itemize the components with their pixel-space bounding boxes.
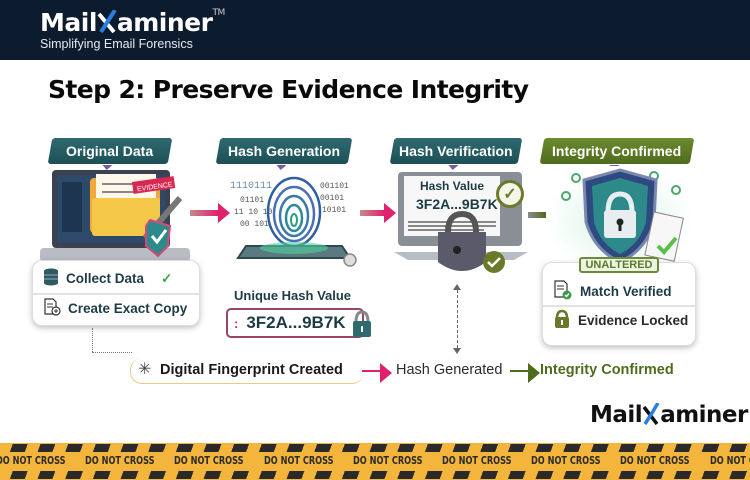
caution-tape: DO NOT CROSS DO NOT CROSS DO NOT CROSS D…: [0, 443, 750, 480]
arrow-green: [528, 205, 558, 225]
tape-text: DO NOT CROSS: [620, 455, 691, 467]
laptop-illustration: EVIDENCE: [40, 168, 190, 264]
tape-text: DO NOT CROSS: [174, 455, 244, 467]
footer-brand-logo[interactable]: Mail aminer: [590, 402, 748, 428]
verified-check-icon: ✓: [496, 180, 524, 208]
tagline: Simplifying Email Forensics: [40, 37, 193, 51]
brand-logo[interactable]: Mail aminerTM: [40, 8, 225, 37]
connector-vertical-arrow: [457, 290, 458, 348]
stage-integrity-confirmed: Integrity Confirmed: [539, 138, 695, 164]
tape-text: DO NOT CROSS: [85, 455, 155, 467]
tape-text-row: DO NOT CROSS DO NOT CROSS DO NOT CROSS D…: [0, 455, 750, 467]
diagram-panel: Original Data Hash Generation Hash Verif…: [30, 130, 702, 388]
brand-text-pre: Mail: [40, 8, 97, 37]
fingerprint-icon: ✳: [138, 361, 152, 378]
unique-hash-label: Unique Hash Value: [234, 288, 352, 303]
svg-text:001101: 001101: [320, 182, 349, 191]
flow-arrow-green: [510, 363, 540, 383]
evidence-locked-label: Evidence Locked: [578, 312, 689, 328]
svg-text:10101: 10101: [322, 206, 346, 215]
unique-hash-box: : 3F2A...9B7K: [226, 308, 364, 338]
hash-lock-icon: [352, 308, 372, 343]
padlock-icon: [553, 309, 571, 332]
page-title: Step 2: Preserve Evidence Integrity: [48, 75, 529, 104]
original-data-card: Collect Data ✓ Create Exact Copy: [32, 260, 200, 326]
arrow-pink-1: [190, 203, 230, 223]
tape-text: DO NOT CROSS: [531, 455, 601, 467]
hash-verification-illustration: [394, 170, 528, 282]
brand-x-check: [97, 8, 117, 37]
connector-line: [92, 352, 132, 353]
svg-text:11 10 10: 11 10 10: [234, 208, 273, 217]
flow-step-hash: Hash Generated: [396, 362, 503, 378]
unique-hash-value: 3F2A...9B7K: [246, 313, 346, 332]
footer-brand-post: aminer: [660, 402, 748, 428]
hash-value-label: Hash Value: [420, 179, 485, 193]
arrow-pink-2: [360, 203, 396, 223]
svg-text:EVIDENCE: EVIDENCE: [137, 181, 174, 193]
tape-text: DO NOT CROSS: [352, 455, 423, 467]
collect-data-item: Collect Data ✓: [33, 264, 199, 293]
hash-prefix: :: [234, 315, 239, 331]
flow-step-integrity: Integrity Confirmed: [540, 362, 674, 378]
header-bar: Mail aminerTM Simplifying Email Forensics: [0, 0, 750, 60]
connector-arrowhead-up: [453, 284, 461, 290]
svg-text:00 101: 00 101: [240, 220, 269, 229]
check-icon: ✓: [161, 270, 173, 286]
trademark: TM: [212, 8, 225, 18]
connector-line: [92, 328, 93, 352]
unaltered-badge: UNALTERED: [579, 257, 659, 273]
footer-brand-x: [642, 402, 660, 428]
svg-text:01101: 01101: [240, 196, 264, 205]
brand-text-post: aminer: [116, 8, 213, 37]
tape-stripes-bottom: [0, 471, 750, 479]
tape-text: DO NOT CROSS: [263, 455, 334, 467]
stage-hash-generation: Hash Generation: [215, 138, 353, 164]
tape-stripes-top: [0, 444, 750, 452]
flow-arrow-pink: [362, 363, 392, 383]
create-copy-label: Create Exact Copy: [68, 301, 188, 316]
tape-text: DO NOT CROSS: [0, 455, 66, 467]
database-icon: [43, 268, 59, 289]
stage-hash-verification: Hash Verification: [389, 138, 523, 164]
fingerprint-banner: [130, 358, 364, 384]
match-verified-item: Match Verified: [543, 277, 695, 305]
hash-value-text: 3F2A...9B7K: [416, 196, 498, 212]
fingerprint-illustration: 1110111 01101 11 10 10 00 101 001101 001…: [226, 168, 362, 268]
tape-text: DO NOT CROSS: [442, 455, 512, 467]
document-check-icon: [553, 279, 573, 303]
svg-text:1110111: 1110111: [230, 181, 272, 192]
match-verified-label: Match Verified: [580, 283, 672, 299]
collect-data-label: Collect Data: [66, 271, 145, 286]
footer-brand-pre: Mail: [590, 402, 643, 428]
document-copy-icon: [43, 298, 61, 319]
tape-text: DO NOT CROSS: [709, 455, 750, 467]
integrity-card: UNALTERED Match Verified Evidence Locked: [542, 257, 696, 346]
flow-step-fingerprint: Digital Fingerprint Created: [160, 362, 343, 378]
shield-illustration: [546, 166, 694, 266]
svg-text:00101: 00101: [320, 194, 344, 203]
create-copy-item: Create Exact Copy: [33, 293, 199, 322]
evidence-locked-item: Evidence Locked: [543, 305, 695, 333]
connector-arrowhead-down: [453, 348, 461, 354]
stage-original-data: Original Data: [47, 138, 173, 164]
